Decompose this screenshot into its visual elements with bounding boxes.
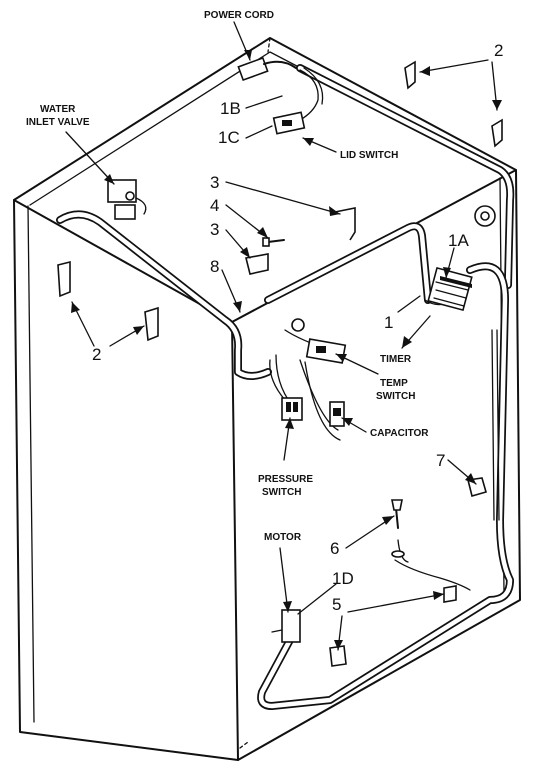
part-number-8: 8 [210,257,219,276]
callout-labels: POWER CORD WATER INLET VALVE LID SWITCH … [26,10,429,543]
temp-switch-part [305,338,347,364]
part-number-3-lower: 3 [210,220,219,239]
motor-connector-part [271,609,301,643]
power-cord-part [237,56,297,82]
part-number-5: 5 [332,595,341,614]
temp-switch-label-line2: SWITCH [376,391,415,402]
part-number-labels: 2 1B 1C 3 4 3 1A 8 1 2 7 6 1D 5 [92,41,503,614]
water-inlet-valve-part [107,179,147,220]
part-number-4: 4 [210,196,219,215]
capacitor-part [329,401,345,427]
part-number-1b: 1B [220,99,241,118]
water-inlet-valve-label-line1: WATER [40,104,76,115]
motor-label: MOTOR [264,532,302,543]
part-number-1d: 1D [332,569,354,588]
pressure-switch-label-line1: PRESSURE [258,474,313,485]
part-number-7: 7 [436,451,445,470]
part-number-2-top: 2 [494,41,503,60]
wire-harness [56,64,515,710]
water-inlet-valve-label-line2: INLET VALVE [26,117,90,128]
part-number-1: 1 [384,313,393,332]
part-number-1a: 1A [448,231,469,250]
temp-switch-label-line1: TEMP [380,378,408,389]
power-cord-label: POWER CORD [204,10,274,21]
timer-label: TIMER [380,354,412,365]
part-number-2-left: 2 [92,345,101,364]
part-number-1c: 1C [218,128,240,147]
part-number-3-upper: 3 [210,173,219,192]
screw-parts [262,237,409,563]
lid-switch-label: LID SWITCH [340,150,398,161]
cabinet-outline [13,37,521,761]
capacitor-label: CAPACITOR [370,428,429,439]
clip-parts [57,60,503,667]
leader-lines [65,21,502,651]
part-number-6: 6 [330,539,339,558]
pressure-switch-label-line2: SWITCH [262,487,301,498]
pressure-switch-part [281,397,303,421]
timer-part [427,266,473,312]
lid-switch-part [272,111,306,135]
